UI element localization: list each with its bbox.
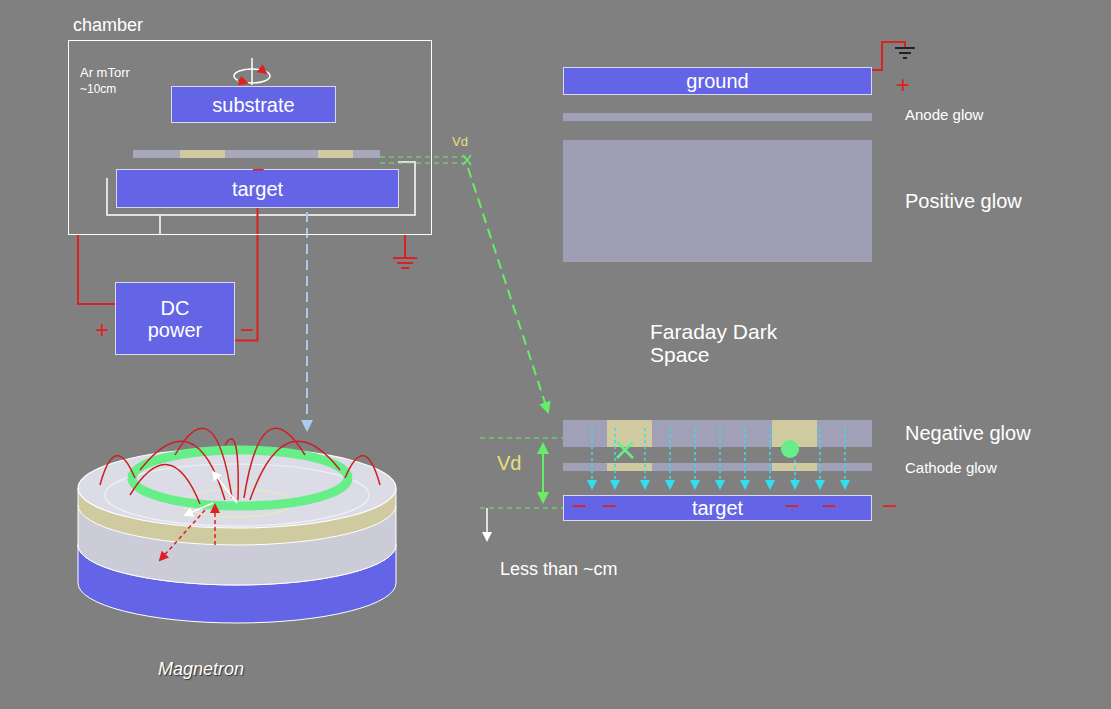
polarity-sign: − [240, 317, 254, 343]
charge-sign: − [785, 492, 800, 521]
shield-wire [159, 215, 161, 235]
region-label: Positive glow [905, 190, 1022, 212]
gas-note: Ar mTorr [80, 66, 130, 80]
vd-dash [380, 157, 466, 163]
power-supply-box: DC power [115, 282, 235, 355]
distance-note: ~10cm [80, 83, 116, 96]
charge-sign: − [252, 158, 265, 182]
polarity-sign: + [95, 317, 109, 343]
node-text: substrate [212, 94, 294, 116]
erosion-patch [180, 150, 225, 158]
substrate-box: substrate [171, 86, 336, 123]
rotation-ring [234, 69, 270, 83]
ground-symbol [895, 48, 915, 58]
node-text: target [692, 497, 743, 519]
power-wire [78, 235, 115, 304]
rotation-arrow [262, 70, 266, 73]
field-arrow [214, 505, 216, 545]
rotation-arrow [238, 80, 247, 83]
ground-electrode: ground [563, 67, 872, 95]
region-label: Faraday Dark Space [650, 320, 800, 366]
rotation-axis [251, 58, 253, 85]
vd-mark [463, 155, 471, 165]
region-label: Negative glow [905, 422, 1031, 444]
anode-glow-band [563, 113, 872, 121]
field-lines [100, 428, 380, 504]
erosion-ring [132, 450, 348, 506]
figure-caption: Magnetron [158, 660, 244, 680]
zoom-arrow [306, 212, 308, 430]
negative-glow-band [563, 420, 872, 447]
cathode-glow-band [563, 463, 872, 471]
ion-arrows [592, 428, 845, 488]
field-arrow [160, 510, 205, 560]
vd-arrow [542, 444, 544, 502]
charge-sign: − [602, 492, 617, 521]
dot-mark [781, 440, 799, 458]
field-arrow [213, 472, 237, 503]
cross-mark [617, 442, 633, 458]
charge-sign: − [822, 492, 837, 521]
plasma-strip [133, 150, 380, 158]
positive-glow-band [563, 140, 872, 262]
dimension-note: Less than ~cm [500, 560, 618, 580]
zoom-arrow [468, 168, 548, 412]
region-label: Cathode glow [905, 460, 997, 477]
region-label: Anode glow [905, 107, 983, 124]
direction-arrow [486, 508, 488, 540]
charge-sign: − [572, 492, 587, 521]
node-text: DC power [135, 297, 215, 341]
voltage-label: Vd [497, 452, 521, 474]
erosion-patch [318, 150, 353, 158]
polarity-sign: + [896, 72, 910, 98]
vd-dash [480, 438, 563, 508]
voltage-label: Vd [452, 135, 468, 149]
charge-sign: − [882, 492, 897, 521]
node-text: chamber [73, 16, 143, 36]
field-arrow [185, 503, 213, 515]
ground-wire [872, 42, 905, 70]
ground-symbol [393, 235, 417, 268]
node-text: ground [686, 70, 748, 92]
